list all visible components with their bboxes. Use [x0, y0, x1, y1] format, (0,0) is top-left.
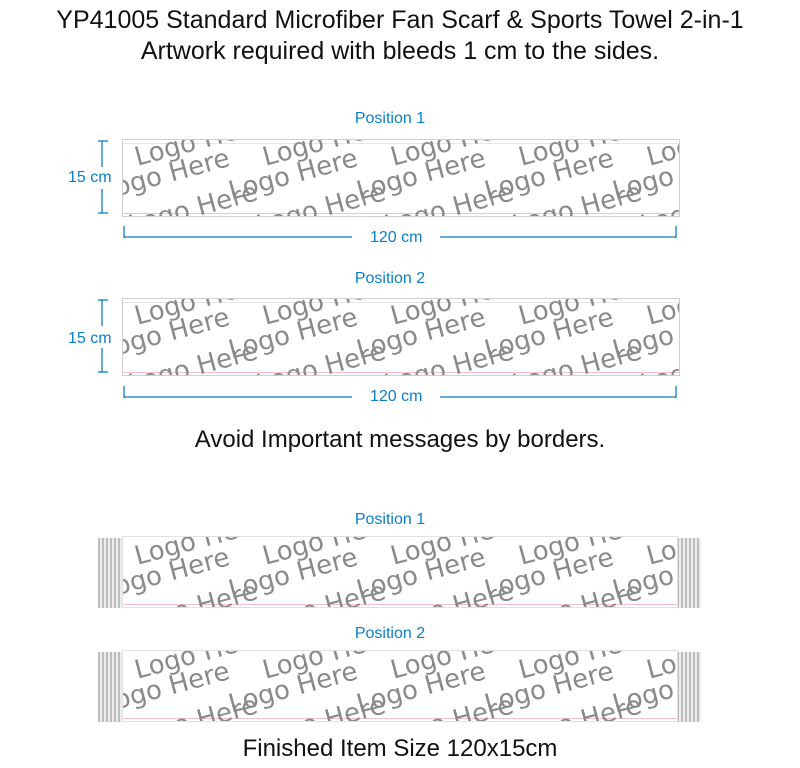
fringe-left-2 — [98, 652, 122, 722]
finished-position-2-label: Position 2 — [354, 625, 426, 642]
page-title-line1: YP41005 Standard Microfiber Fan Scarf & … — [56, 6, 744, 34]
width-label-2: 120 cm — [370, 388, 423, 405]
finished-position-1-label: Position 1 — [354, 511, 426, 528]
position-2-label: Position 2 — [354, 270, 426, 287]
page-title-line2: Artwork required with bleeds 1 cm to the… — [140, 37, 660, 65]
width-dimension-1 — [123, 226, 677, 238]
safe-border-line — [123, 372, 679, 373]
height-label-2: 15 cm — [68, 330, 112, 347]
safe-border-line — [123, 213, 679, 214]
height-label-1: 15 cm — [68, 169, 112, 186]
fringe-right-2 — [677, 652, 701, 722]
height-dimension-2 — [98, 299, 108, 373]
height-dimension-1 — [98, 140, 108, 214]
hem-line — [123, 604, 677, 605]
width-dimension-2 — [123, 386, 677, 398]
fringe-left-1 — [98, 538, 122, 608]
position-1-label: Position 1 — [354, 110, 426, 127]
width-label-1: 120 cm — [370, 229, 423, 246]
finished-size-caption: Finished Item Size 120x15cm — [242, 735, 558, 762]
fringe-right-1 — [677, 538, 701, 608]
avoid-borders-caption: Avoid Important messages by borders. — [194, 426, 606, 453]
hem-line — [123, 718, 677, 719]
